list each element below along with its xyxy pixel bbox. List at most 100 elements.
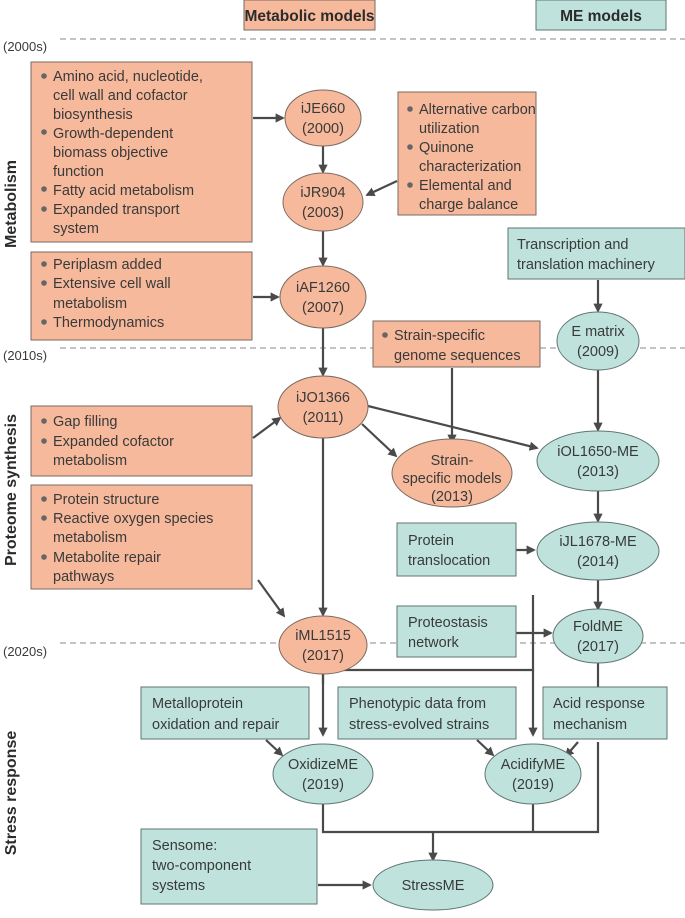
box1-line: Amino acid, nucleotide,	[53, 69, 203, 85]
label-text: translocation	[408, 553, 490, 569]
box6-line: pathways	[53, 569, 114, 585]
node-iaf1260: iAF1260 (2007)	[279, 265, 367, 329]
era-label-2020s: (2020s)	[3, 644, 47, 659]
label-text: (2019)	[302, 777, 344, 793]
edge-box2-ijr904	[365, 180, 398, 197]
label-text: systems	[152, 878, 205, 894]
label-text: iAF1260	[296, 280, 350, 296]
box1-line: biomass objective	[53, 145, 168, 161]
node-ije660: iJE660 (2000)	[284, 89, 362, 147]
node-e-matrix: E matrix (2009)	[556, 311, 640, 371]
label-text: two-component	[152, 858, 251, 874]
label-text: translation machinery	[517, 257, 656, 273]
label-text: (2013)	[431, 489, 473, 505]
box2-line: Elemental and	[419, 178, 512, 194]
box-protein-structure: Protein structure Reactive oxygen specie…	[30, 484, 253, 590]
label-text: iJE660	[301, 101, 345, 117]
label-text: OxidizeME	[288, 757, 358, 773]
edge-oxidizeme-stressme	[321, 742, 600, 834]
edge-box6-iml1515	[257, 579, 286, 618]
box-protein-translocation: Protein translocation	[396, 522, 517, 577]
node-acidifyme: AcidifyME (2019)	[484, 743, 582, 805]
box1-line: biosynthesis	[53, 107, 133, 123]
node-strain-specific-models: Strain- specific models (2013)	[391, 438, 513, 508]
label-text: Proteostasis	[408, 615, 488, 631]
label-text: oxidation and repair	[152, 717, 280, 733]
box2-line: utilization	[419, 121, 479, 137]
box4-line: genome sequences	[394, 348, 521, 364]
box-alternative-carbon: Alternative carbon utilization Quinone c…	[397, 91, 537, 216]
label-text: iJR904	[300, 185, 345, 201]
label-text: Sensome:	[152, 838, 217, 854]
box3-line: metabolism	[53, 296, 127, 312]
box3-line: Periplasm added	[53, 257, 162, 273]
box-phenotypic-data: Phenotypic data from stress-evolved stra…	[337, 686, 517, 740]
box5-line: metabolism	[53, 453, 127, 469]
node-ijr904: iJR904 (2003)	[282, 172, 364, 232]
label-text: iJO1366	[296, 390, 350, 406]
label-text: specific models	[402, 471, 501, 487]
label-text: network	[408, 635, 460, 651]
header-metabolic-models: Metabolic models	[243, 0, 376, 31]
box-metabolism-2000s: Amino acid, nucleotide, cell wall and co…	[30, 61, 253, 243]
node-foldme: FoldME (2017)	[552, 608, 644, 664]
header-me-models: ME models	[535, 0, 667, 31]
era-label-2010s: (2010s)	[3, 348, 47, 363]
box5-line: Gap filling	[53, 414, 117, 430]
box-periplasm: Periplasm added Extensive cell wall meta…	[30, 251, 253, 341]
box-proteostasis-network: Proteostasis network	[396, 605, 517, 658]
box-acid-response: Acid response mechanism	[542, 686, 668, 740]
label-text: (2017)	[302, 648, 344, 664]
label-text: Strain-	[431, 453, 474, 469]
box6-line: Protein structure	[53, 492, 159, 508]
section-label-proteome-synthesis: Proteome synthesis	[3, 414, 20, 566]
label-text: Protein	[408, 533, 454, 549]
era-label-2000s: (2000s)	[3, 39, 47, 54]
label-text: (2019)	[512, 777, 554, 793]
header-metabolic-label: Metabolic models	[244, 8, 374, 25]
label-text: Acid response	[553, 696, 645, 712]
box3-line: Extensive cell wall	[53, 276, 171, 292]
box2-line: charge balance	[419, 197, 518, 213]
label-text: Transcription and	[517, 237, 629, 253]
label-text: (2014)	[577, 554, 619, 570]
node-stressme: StressME	[372, 859, 494, 911]
node-iol1650-me: iOL1650-ME (2013)	[536, 430, 660, 492]
label-text: Metalloprotein	[152, 696, 243, 712]
box6-line: metabolism	[53, 530, 127, 546]
node-iml1515: iML1515 (2017)	[278, 615, 368, 675]
box-metalloprotein: Metalloprotein oxidation and repair	[140, 686, 310, 740]
connectors	[252, 113, 603, 890]
label-text: Phenotypic data from	[349, 696, 486, 712]
box6-line: Metabolite repair	[53, 550, 161, 566]
label-text: (2013)	[577, 464, 619, 480]
box-transcription-translation: Transcription and translation machinery	[507, 227, 685, 280]
label-text: (2007)	[302, 300, 344, 316]
edge-box5-ijo1366	[252, 416, 282, 439]
box3-line: Thermodynamics	[53, 315, 164, 331]
edge-ijo1366-strain	[361, 423, 398, 458]
label-text: iOL1650-ME	[557, 444, 639, 460]
label-text: StressME	[402, 878, 465, 894]
box1-line: Growth-dependent	[53, 126, 173, 142]
box-strain-specific-genomes: Strain-specific genome sequences	[372, 320, 541, 368]
label-text: iML1515	[295, 628, 351, 644]
label-text: (2017)	[577, 639, 619, 655]
box1-line: Expanded transport	[53, 202, 180, 218]
box2-line: Alternative carbon	[419, 102, 536, 118]
label-text: FoldME	[573, 619, 623, 635]
box-sensome: Sensome: two-component systems	[140, 828, 318, 905]
box-gap-filling: Gap filling Expanded cofactor metabolism	[30, 405, 253, 477]
label-text: iJL1678-ME	[559, 534, 637, 550]
box6-line: Reactive oxygen species	[53, 511, 213, 527]
label-text: mechanism	[553, 717, 627, 733]
label-text: (2000)	[302, 121, 344, 137]
box4-line: Strain-specific	[394, 328, 485, 344]
box2-line: characterization	[419, 159, 521, 175]
label-text: E matrix	[571, 324, 625, 340]
label-text: AcidifyME	[501, 757, 566, 773]
label-text: (2011)	[303, 410, 344, 426]
node-ijo1366: iJO1366 (2011)	[277, 375, 369, 439]
edge-pheno-acidifyme	[476, 739, 495, 757]
box1-line: Fatty acid metabolism	[53, 183, 194, 199]
